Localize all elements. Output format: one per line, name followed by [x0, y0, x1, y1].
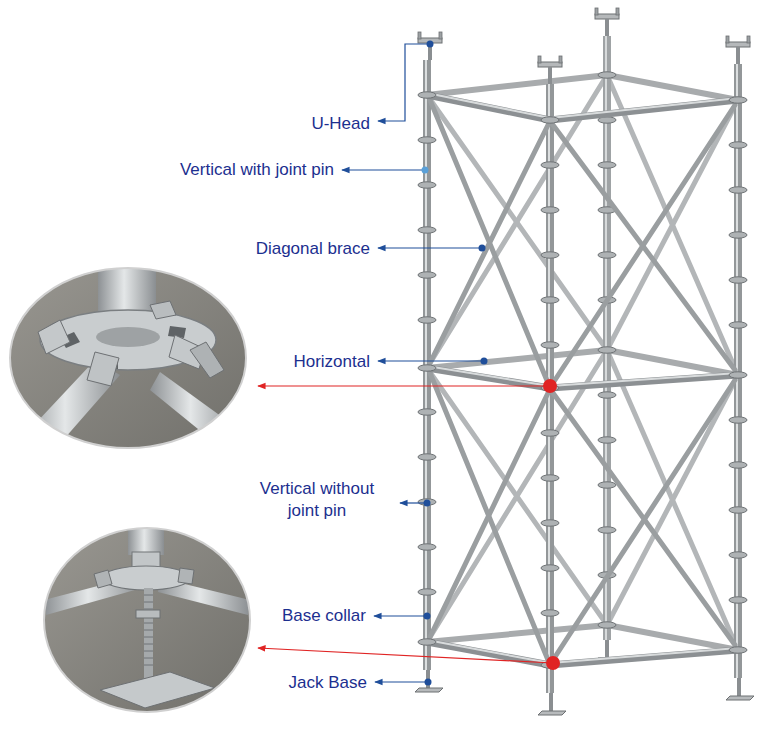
- back-braces: [427, 75, 738, 650]
- horizontals: [427, 95, 738, 665]
- rosette-photo-inset: [0, 260, 260, 460]
- horizontal-highlights: [427, 93, 738, 663]
- inset-frame: [10, 268, 246, 448]
- inset-frame: [44, 528, 250, 712]
- part-label: Vertical without joint pin: [242, 478, 392, 522]
- vertical-poles: [415, 32, 754, 715]
- joint-rosettes: [418, 92, 747, 668]
- part-label: Base collar: [282, 605, 366, 627]
- back-horizontals: [427, 75, 738, 650]
- part-label: Horizontal: [293, 351, 370, 373]
- part-label: Diagonal brace: [256, 238, 370, 260]
- part-label: Vertical with joint pin: [180, 159, 334, 181]
- rosettes: [418, 137, 747, 616]
- part-label: Jack Base: [289, 672, 367, 694]
- base-photo-inset: [40, 525, 255, 720]
- leader-dots: [422, 41, 561, 686]
- part-label: U-Head: [311, 113, 370, 135]
- inset-leaders: [258, 386, 553, 663]
